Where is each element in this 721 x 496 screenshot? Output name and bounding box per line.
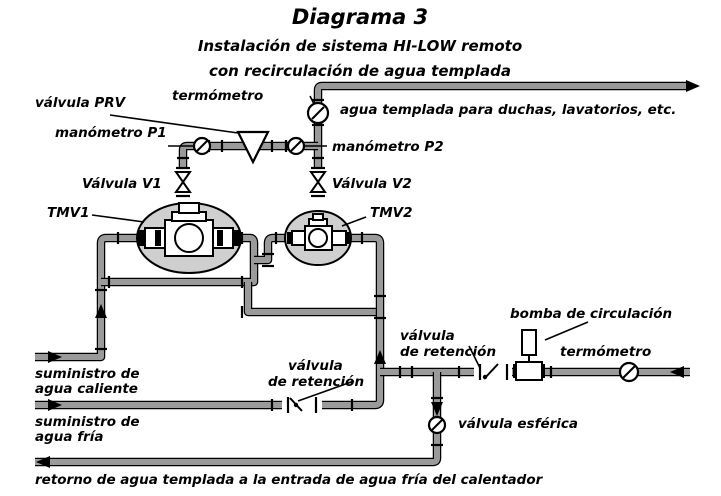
arrow-right-icon	[686, 80, 700, 92]
label-valvula-prv: válvula PRV	[35, 95, 127, 111]
label-valvula-ret-right-2: de retención	[400, 344, 496, 360]
label-retorno: retorno de agua templada a la entrada de…	[35, 472, 544, 488]
label-termometro-right: termómetro	[560, 344, 651, 360]
tmv1-valve	[136, 202, 242, 274]
label-valvula-v1: Válvula V1	[82, 176, 162, 192]
check-valve-right-icon	[474, 363, 512, 380]
label-esferica: válvula esférica	[458, 416, 578, 432]
leader-lines	[91, 95, 589, 402]
arrow-left-icon	[670, 366, 684, 378]
labels: válvula PRV termómetro agua templada par…	[35, 88, 676, 488]
label-valvula-v2: Válvula V2	[332, 176, 412, 192]
circulation-pump-icon	[513, 329, 545, 381]
diagram-title: Diagrama 3	[292, 5, 428, 29]
diagram-subtitle-2: con recirculación de agua templada	[209, 62, 511, 80]
pipe-network	[35, 81, 690, 467]
check-valve-mid-icon	[282, 397, 322, 413]
label-valvula-ret-mid-2: de retención	[268, 374, 364, 390]
label-valvula-ret-mid-1: válvula	[288, 358, 343, 374]
label-fria-2: agua fría	[35, 429, 103, 445]
arrow-right-icon	[48, 399, 62, 411]
arrow-up-icon	[374, 350, 386, 364]
label-termometro-top: termómetro	[172, 88, 263, 104]
thermometer-right-icon	[618, 361, 640, 383]
arrow-down-icon	[431, 402, 443, 416]
prv-valve-icon	[236, 130, 270, 165]
label-manometro-p1: manómetro P1	[55, 125, 167, 141]
arrow-left-icon	[36, 456, 50, 468]
flow-arrows	[36, 80, 700, 468]
label-caliente-1: suministro de	[35, 366, 140, 382]
label-manometro-p2: manómetro P2	[332, 139, 444, 155]
arrow-right-icon	[48, 351, 62, 363]
label-valvula-ret-right-1: válvula	[400, 328, 455, 344]
label-tmv1: TMV1	[47, 205, 89, 221]
pipe-fittings	[95, 98, 627, 447]
thermometer-top-icon	[306, 101, 330, 125]
label-bomba: bomba de circulación	[510, 306, 672, 322]
valve-v1-icon	[174, 166, 192, 198]
diagram-subtitle-1: Instalación de sistema HI-LOW remoto	[198, 37, 522, 55]
label-caliente-2: agua caliente	[35, 381, 138, 397]
label-tmv2: TMV2	[370, 205, 412, 221]
valve-v2-icon	[309, 166, 327, 198]
tmv2-valve	[284, 210, 352, 266]
gauge-p2-icon	[286, 136, 306, 156]
gauge-p1-icon	[192, 136, 212, 156]
label-agua-templada: agua templada para duchas, lavatorios, e…	[340, 102, 676, 118]
ball-valve-icon	[427, 415, 447, 435]
label-fria-1: suministro de	[35, 414, 140, 430]
arrow-up-icon	[95, 304, 107, 318]
